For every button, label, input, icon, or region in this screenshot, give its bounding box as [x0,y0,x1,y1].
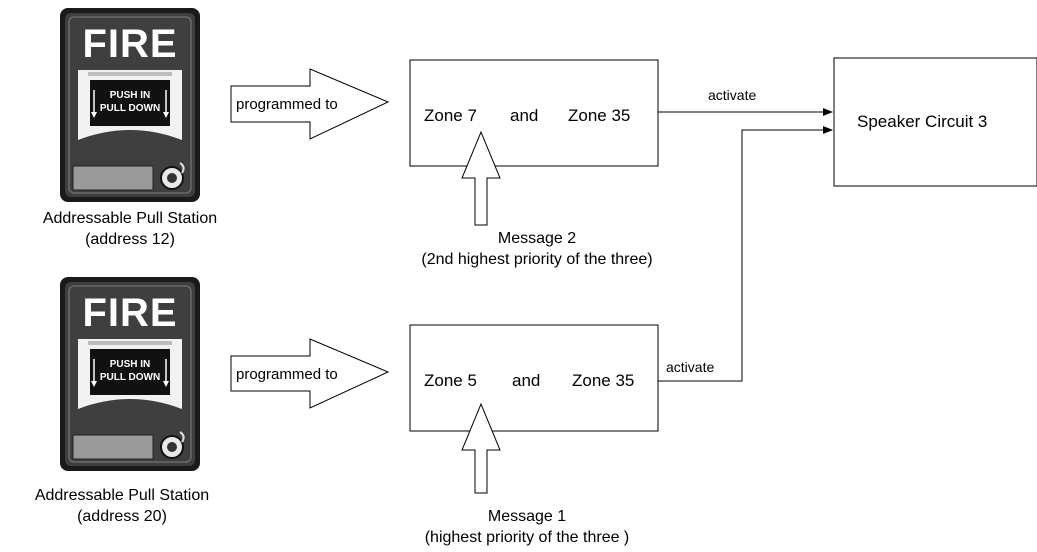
zone-box-top [409,59,659,167]
label-plate [72,434,154,460]
svg-text:PULL DOWN: PULL DOWN [100,372,160,383]
message-arrow-top [461,130,501,226]
zone-label: Zone 7 [424,106,477,125]
station-caption-line2: (address 20) [77,508,167,525]
speaker-circuit-box [833,57,1037,187]
programmed-to-arrow-bottom [230,338,390,409]
activate-label: activate [708,87,756,103]
fire-label: FIRE [82,291,177,335]
zone-label: Zone 35 [568,106,630,125]
activate-connector-bottom [658,126,833,382]
zone-box-bottom [409,324,659,432]
programmed-to-label: programmed to [236,96,338,113]
svg-text:PULL DOWN: PULL DOWN [100,103,160,114]
zone-conjunction: and [512,371,540,390]
message-priority: (highest priority of the three ) [425,529,630,546]
zone-label: Zone 5 [424,371,477,390]
label-plate [72,165,154,191]
message-priority: (2nd highest priority of the three) [421,251,652,268]
programmed-to-label: programmed to [236,366,338,383]
pull-station-20: FIRE PUSH IN PULL DOWN [60,277,200,471]
svg-text:PUSH IN: PUSH IN [110,359,151,370]
message-label: Message 1 [488,508,566,525]
zone-label: Zone 35 [572,371,634,390]
station-caption-line1: Addressable Pull Station [35,487,209,504]
station-caption-line2: (address 12) [85,231,175,248]
message-label: Message 2 [498,230,576,247]
activate-label: activate [666,359,714,375]
zone-conjunction: and [510,106,538,125]
station-caption-line1: Addressable Pull Station [43,210,217,227]
pull-station-12: FIRE PUSH IN PULL DOWN [60,8,200,202]
message-arrow-bottom [461,402,501,494]
speaker-circuit-label: Speaker Circuit 3 [857,112,987,131]
programmed-to-arrow-top [230,68,390,140]
svg-text:PUSH IN: PUSH IN [110,90,151,101]
fire-label: FIRE [82,22,177,66]
